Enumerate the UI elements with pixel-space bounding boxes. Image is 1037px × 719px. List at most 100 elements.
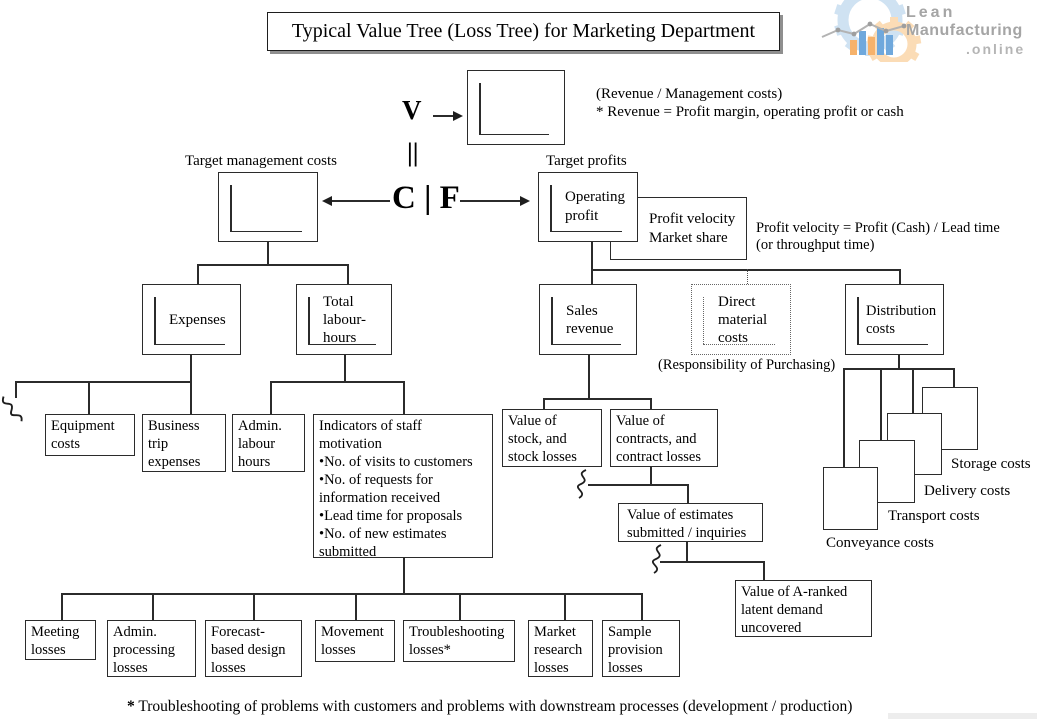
diagram-title: Typical Value Tree (Loss Tree) for Marke… [267,12,780,51]
logo-word-lean: Lean [906,4,956,21]
connector-line [61,593,641,595]
box-value-of-a-ranked-demand: Value of A-ranked latent demand uncovere… [735,580,872,637]
connector-line [347,264,349,284]
box-business-trip-expenses-text: Business trip expenses [148,418,201,470]
connector-line [686,542,688,561]
box-value-of-stock: Value of stock, and stock losses [502,409,602,467]
connector-line [270,381,272,414]
dotted-connector-line [747,269,748,284]
box-operating-profit: Operating profit [538,172,638,242]
connector-line [332,200,390,202]
connector-line [898,355,900,368]
box-value-of-estimates: Value of estimates submitted / inquiries [618,503,763,542]
box-expenses: Expenses [142,284,241,355]
box-sales-revenue-text: Sales revenue [566,302,614,337]
footnote-text: Troubleshooting of problems with custome… [134,698,853,715]
arrow-right-icon [520,196,530,206]
box-conveyance-costs [823,467,878,530]
storage-costs-label: Storage costs [951,456,1031,472]
connector-line [15,381,191,383]
connector-line [403,558,405,593]
target-profits-label: Target profits [546,153,627,169]
box-expenses-text: Expenses [169,311,226,328]
box-operating-profit-text: Operating profit [565,189,625,224]
break-squiggle-icon [576,469,587,499]
connector-line [912,368,914,413]
connector-line [543,398,545,409]
connector-line [641,593,643,620]
connector-line [15,381,17,398]
connector-line [588,484,687,486]
box-market-research-losses: Market research losses [528,620,593,677]
connector-line [899,269,901,284]
connector-line [355,593,357,620]
box-troubleshooting-losses-text: Troubleshooting losses* [409,624,505,658]
box-value-of-estimates-text: Value of estimates submitted / inquiries [627,507,747,541]
box-movement-losses-text: Movement losses [321,624,384,658]
box-admin-labour-hours: Admin. labour hours [232,414,305,472]
box-profit-velocity-text: Profit velocity Market share [649,210,736,246]
box-equipment-costs-text: Equipment costs [51,418,115,452]
formula-cf: C | F [392,180,460,216]
logo-word-online: .online [966,41,1026,57]
responsibility-purchasing-label: (Responsibility of Purchasing) [658,357,836,373]
formula-equals: || [407,138,419,167]
connector-line [253,593,255,620]
box-distribution-costs: Distribution costs [845,284,944,355]
revenue-ratio-note: (Revenue / Management costs) [596,86,783,102]
connector-line [564,593,566,620]
logo-word-manufacturing: Manufacturing [906,22,1023,39]
box-value-of-contracts: Value of contracts, and contract losses [610,409,718,467]
formula-v: V [402,95,422,125]
footnote: * Troubleshooting of problems with custo… [127,698,852,716]
connector-line [650,467,652,484]
connector-line [344,355,346,382]
box-staff-motivation-indicators: Indicators of staff motivation •No. of v… [313,414,493,560]
box-forecast-design-losses: Forecast- based design losses [205,620,302,677]
box-admin-processing-losses-text: Admin. processing losses [113,624,176,676]
footnote-mark: * [127,698,135,715]
profit-velocity-note-line2: (or throughput time) [756,237,875,253]
transport-costs-label: Transport costs [888,508,980,524]
box-equipment-costs: Equipment costs [45,414,135,456]
connector-line [197,264,348,266]
arrow-right-icon [453,111,463,121]
bottom-edge-artifact [888,713,1037,719]
lean-manufacturing-logo-icon [821,0,922,62]
box-business-trip-expenses: Business trip expenses [142,414,226,472]
connector-line [880,368,882,440]
box-admin-labour-hours-text: Admin. labour hours [238,418,282,470]
box-market-research-losses-text: Market research losses [534,624,583,676]
box-sample-provision-losses-text: Sample provision losses [608,624,663,676]
box-sample-provision-losses: Sample provision losses [602,620,680,677]
box-meeting-losses-text: Meeting losses [31,624,80,658]
connector-line [190,355,192,414]
box-total-labour-hours: Total labour- hours [296,284,392,355]
box-direct-material-costs-text: Direct material costs [718,293,768,346]
box-value-of-stock-text: Value of stock, and stock losses [508,413,577,465]
box-value-chart [467,70,565,145]
arrow-left-icon [322,196,332,206]
box-admin-processing-losses: Admin. processing losses [107,620,196,677]
box-forecast-design-losses-text: Forecast- based design losses [211,624,286,676]
conveyance-costs-label: Conveyance costs [826,535,934,551]
connector-line [843,368,845,467]
diagram-title-text: Typical Value Tree (Loss Tree) for Marke… [291,20,756,42]
revenue-definition-note: * Revenue = Profit margin, operating pro… [596,104,904,120]
connector-line [267,242,269,264]
box-meeting-losses: Meeting losses [25,620,96,660]
connector-line [403,381,405,414]
box-management-costs-chart [218,172,318,242]
connector-line [543,398,650,400]
connector-line [660,561,763,563]
box-direct-material-costs: Direct material costs [691,284,791,355]
connector-line [591,269,899,271]
box-value-of-a-ranked-demand-text: Value of A-ranked latent demand uncovere… [741,584,848,636]
connector-line [763,561,765,580]
break-squiggle-icon [651,544,662,574]
logo-bar-chart-icon [850,28,893,55]
connector-line [650,398,652,409]
connector-line [197,264,199,284]
delivery-costs-label: Delivery costs [924,483,1011,499]
box-total-labour-hours-text: Total labour- hours [323,293,367,346]
